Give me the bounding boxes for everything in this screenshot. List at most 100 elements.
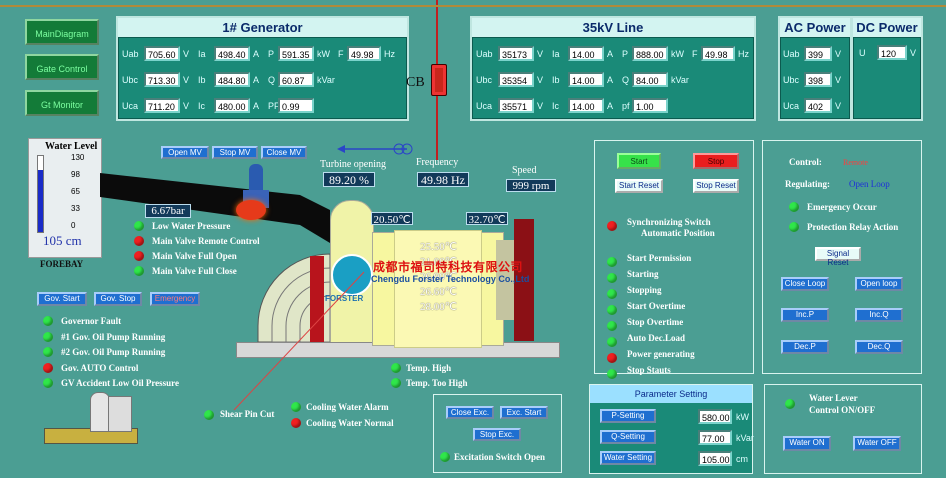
close-loop-button[interactable]: Close Loop <box>781 277 829 291</box>
turbine-opening-value: 89.20 % <box>323 172 375 187</box>
stop-reset-button[interactable]: Stop Reset <box>693 179 739 193</box>
gov_status-indicator <box>43 362 53 373</box>
unit-status-indicator <box>607 257 617 267</box>
generator-title: 1# Generator <box>118 18 407 38</box>
ac-row1-unit: V <box>835 75 842 85</box>
ac-row0-value: 399 <box>804 46 832 61</box>
forster-logo-icon <box>331 254 373 296</box>
valve_status-indicator <box>134 266 144 276</box>
nav-main-diagram-button[interactable]: MainDiagram <box>25 19 99 45</box>
close-mv-button[interactable]: Close MV <box>261 146 307 159</box>
inc-p-button[interactable]: Inc.P <box>781 308 829 322</box>
dc-u-value: 120 <box>877 45 907 60</box>
generator-row0-label0: Uab <box>122 49 139 59</box>
control-value: Remote <box>843 158 868 167</box>
emergency-button[interactable]: Emergency <box>150 292 200 306</box>
water-control-title-2: Control ON/OFF <box>809 405 876 415</box>
water-level-tick: 65 <box>71 187 80 196</box>
dec-q-button[interactable]: Dec.Q <box>855 340 903 354</box>
param-setting-button[interactable]: Q-Setting <box>600 430 656 444</box>
unit-status-indicator <box>607 321 617 331</box>
line-row0-unit2: kW <box>671 49 684 59</box>
line-row2-value2: 1.00 <box>632 98 668 113</box>
temp-too-high-indicator <box>391 378 401 388</box>
dc-u-label: U <box>859 48 866 58</box>
watermark-cn: 成都市福司特科技有限公司 <box>373 260 524 274</box>
param-setting-button[interactable]: Water Setting <box>600 451 656 465</box>
line-row1-label1: Ib <box>552 75 560 85</box>
unit-status-indicator <box>607 305 617 315</box>
line-row2-value0: 35571 <box>498 98 534 113</box>
leader-lines <box>233 271 365 411</box>
line-row2-label0: Uca <box>476 101 493 111</box>
ac-power-title: AC Power <box>780 18 850 38</box>
signal-reset-button[interactable]: Signal Reset <box>815 247 861 267</box>
param-setting-value: 105.00 <box>698 451 732 466</box>
water-on-button[interactable]: Water ON <box>783 436 831 451</box>
generator-freq-value: 49.98 <box>347 46 381 61</box>
exc-start-button[interactable]: Exc. Start <box>500 406 548 419</box>
water-control-panel: Water Lever Control ON/OFF Water ON Wate… <box>764 384 922 474</box>
gov_status-indicator <box>43 331 53 342</box>
line-row2-value1: 14.00 <box>568 98 604 113</box>
control-label: Control: <box>789 157 822 167</box>
water-level-fill <box>38 170 43 232</box>
temp-right-readout: 32.70℃ <box>466 212 508 226</box>
generator-row2-unit1: A <box>253 101 260 111</box>
dec-p-button[interactable]: Dec.P <box>781 340 829 354</box>
forster-logo-text: FORSTER <box>325 294 364 303</box>
water-level-tick: 98 <box>71 170 80 179</box>
dc-power-title: DC Power <box>853 18 921 38</box>
start-button[interactable]: Start <box>617 153 661 169</box>
inc-q-button[interactable]: Inc.Q <box>855 308 903 322</box>
temp-left-readout: 20.50℃ <box>371 212 413 226</box>
circuit-breaker[interactable] <box>431 64 447 96</box>
water-off-button[interactable]: Water OFF <box>853 436 901 451</box>
unit-status-indicator <box>607 273 617 283</box>
generator-row1-value0: 713.30 <box>144 72 180 87</box>
cb-label: CB <box>406 75 425 90</box>
param-setting-button[interactable]: P-Setting <box>600 409 656 423</box>
gov-start-button[interactable]: Gov. Start <box>37 292 87 306</box>
shear-pin-indicator <box>204 410 214 420</box>
turbine-opening-label: Turbine opening <box>320 159 387 170</box>
ac-row0-unit: V <box>835 49 842 59</box>
accumulator-1 <box>90 392 110 432</box>
ac-row0-label: Uab <box>783 49 800 59</box>
turbine-flange <box>310 256 324 344</box>
unit-status-text: Stop Overtime <box>627 317 684 327</box>
gov-stop-button[interactable]: Gov. Stop <box>94 292 142 306</box>
gov_status-text: #2 Gov. Oil Pump Running <box>61 347 166 357</box>
stop-mv-button[interactable]: Stop MV <box>212 146 258 159</box>
nav-gt-monitor-button[interactable]: Gt Monitor <box>25 90 99 116</box>
forebay-label: FOREBAY <box>40 259 84 269</box>
stop-exc-button[interactable]: Stop Exc. <box>473 428 521 441</box>
line-row1-label0: Ubc <box>476 75 493 85</box>
generator-row2-value1: 480.00 <box>214 98 250 113</box>
generator-row0-unit2: kW <box>317 49 330 59</box>
open-mv-button[interactable]: Open MV <box>161 146 209 159</box>
penstock-pipe <box>100 173 330 243</box>
line-freq-unit: Hz <box>738 49 749 59</box>
parameter-title: Parameter Setting <box>590 385 752 403</box>
close-exc-button[interactable]: Close Exc. <box>446 406 494 419</box>
start-reset-button[interactable]: Start Reset <box>615 179 663 193</box>
valve_status-text: Low Water Pressure <box>152 221 231 231</box>
water-level-value: 105 cm <box>43 233 82 248</box>
main-valve-indicator[interactable] <box>236 200 266 220</box>
nav-gate-control-button[interactable]: Gate Control <box>25 54 99 80</box>
water-level-tube <box>37 155 44 233</box>
generator-freq-label: F <box>338 49 344 59</box>
open-loop-button[interactable]: Open loop <box>855 277 903 291</box>
param-setting-unit: cm <box>736 454 748 464</box>
generator-row1-value1: 484.80 <box>214 72 250 87</box>
generator-row0-label2: P <box>268 49 275 59</box>
line-row2-unit1: A <box>607 101 614 111</box>
generator-row1-label0: Ubc <box>122 75 139 85</box>
stop-button[interactable]: Stop <box>693 153 739 169</box>
accumulator-2 <box>108 396 132 432</box>
unit-status-text: Stop Stauts <box>627 365 671 375</box>
line-row2-label1: Ic <box>552 101 560 111</box>
watermark-en: Chengdu Forster Technology Co.,Ltd <box>371 274 530 284</box>
